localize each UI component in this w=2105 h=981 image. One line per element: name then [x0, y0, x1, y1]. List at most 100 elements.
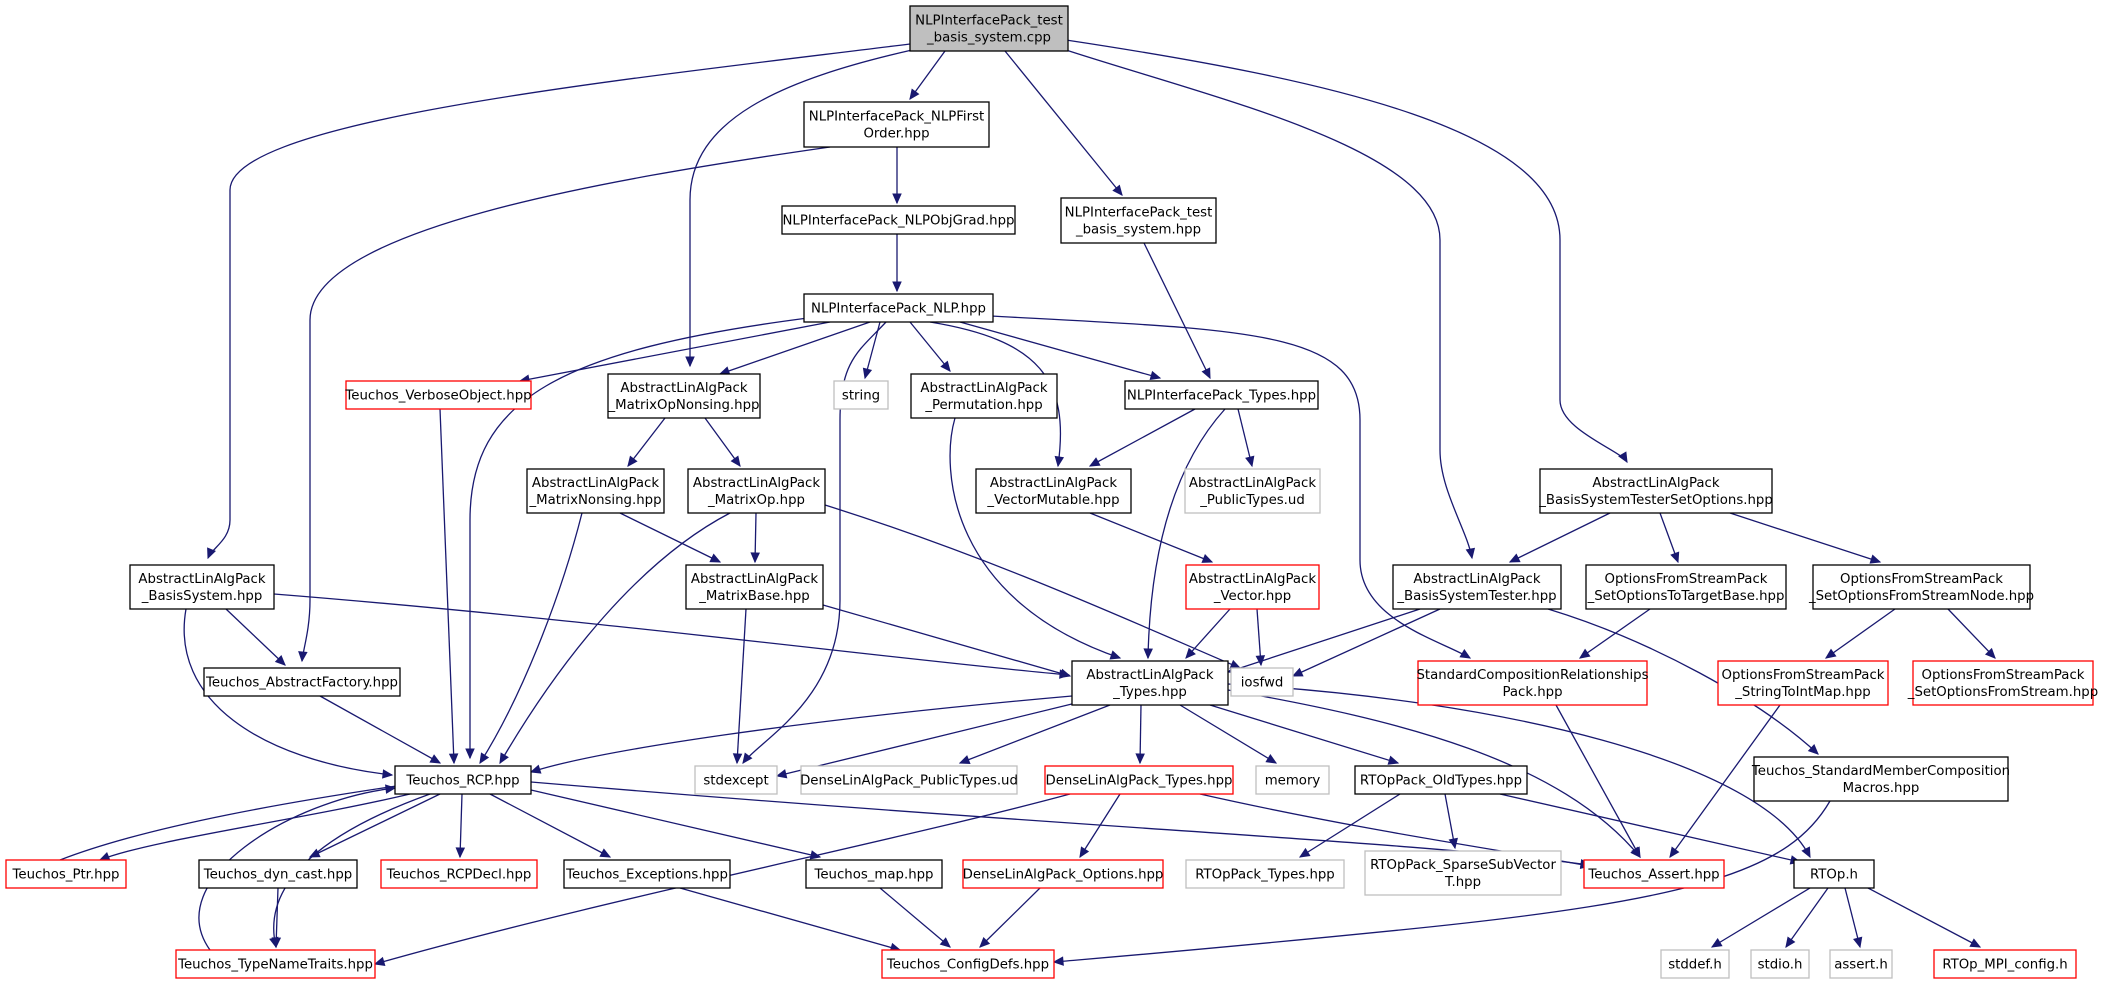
node-box [1071, 660, 1229, 706]
node-box [1124, 380, 1319, 410]
node-stdexcept[interactable]: stdexcept [694, 765, 778, 795]
node-basissystem[interactable]: AbstractLinAlgPack_BasisSystem.hpp [129, 564, 275, 610]
node-label: assert.h [1834, 958, 1888, 973]
edge-permutation-to-altypes [949, 417, 1122, 660]
edge-nlp-to-permutation [909, 321, 951, 372]
edge-ofs_node-to-ofs_setopts [1947, 608, 1996, 659]
edge-matop-to-matbase [750, 512, 760, 564]
node-label: _SetOptionsToTargetBase.hpp [1587, 589, 1785, 604]
node-vector[interactable]: AbstractLinAlgPack_Vector.hpp [1185, 564, 1320, 610]
node-exceptions[interactable]: Teuchos_Exceptions.hpp [563, 859, 731, 889]
node-box [607, 373, 761, 419]
edge-matopnonsing-to-matop [704, 417, 741, 467]
node-stdio[interactable]: stdio.h [1750, 949, 1810, 979]
node-label: Teuchos_RCPDecl.hpp [386, 868, 532, 883]
node-dlaopts[interactable]: DenseLinAlgPack_Options.hpp [962, 859, 1164, 889]
node-mpiconfig[interactable]: RTOp_MPI_config.h [1933, 949, 2077, 979]
node-label: NLPInterfacePack_test [915, 14, 1063, 29]
edge-basissystem-to-altypes [273, 593, 1071, 679]
node-absfactory[interactable]: Teuchos_AbstractFactory.hpp [203, 667, 401, 697]
edge-vector-to-iosfwd [1255, 608, 1266, 667]
node-bst[interactable]: AbstractLinAlgPack _BasisSystemTester.hpp [1392, 564, 1562, 610]
node-rtop_types[interactable]: RTOpPack_Types.hpp [1185, 859, 1345, 889]
node-matnonsing[interactable]: AbstractLinAlgPack_MatrixNonsing.hpp [526, 468, 665, 514]
node-rcp[interactable]: Teuchos_RCP.hpp [394, 765, 532, 795]
node-ptr[interactable]: Teuchos_Ptr.hpp [5, 859, 127, 889]
node-nlp[interactable]: NLPInterfacePack_NLP.hpp [803, 293, 994, 323]
node-label: OptionsFromStreamPack [1605, 572, 1768, 587]
node-label: RTOpPack_OldTypes.hpp [1360, 774, 1522, 789]
node-dlapub[interactable]: DenseLinAlgPack_PublicTypes.ud [800, 765, 1018, 795]
node-verbose[interactable]: Teuchos_VerboseObject.hpp [344, 380, 532, 410]
node-label: Teuchos_Ptr.hpp [12, 868, 120, 883]
node-bstso[interactable]: AbstractLinAlgPack_BasisSystemTesterSetO… [1538, 468, 1773, 514]
node-matopnonsing[interactable]: AbstractLinAlgPack_MatrixOpNonsing.hpp [607, 373, 761, 419]
node-nlpobjgrad[interactable]: NLPInterfacePack_NLPObjGrad.hpp [781, 205, 1016, 235]
edge-rtoph-to-stddef [1710, 887, 1811, 948]
node-ofs_node[interactable]: OptionsFromStreamPack_SetOptionsFromStre… [1808, 564, 2034, 610]
node-box [1230, 667, 1294, 697]
edge-root-to-bst [1065, 49, 1476, 560]
node-label: RTOp.h [1810, 868, 1858, 883]
edge-rcp-to-ptr [98, 793, 411, 861]
node-label: _BasisSystemTesterSetOptions.hpp [1538, 493, 1773, 508]
node-root[interactable]: NLPInterfacePack_test_basis_system.cpp [909, 5, 1069, 52]
node-rcpdecl[interactable]: Teuchos_RCPDecl.hpp [380, 859, 538, 889]
node-configdefs[interactable]: Teuchos_ConfigDefs.hpp [881, 949, 1055, 979]
node-box [1185, 564, 1320, 610]
node-map[interactable]: Teuchos_map.hpp [805, 859, 943, 889]
node-dyncast[interactable]: Teuchos_dyn_cast.hpp [198, 859, 358, 889]
edge-bstso-to-bst [1508, 512, 1611, 563]
edge-nlptypes-to-altypes [1143, 408, 1226, 660]
node-box [910, 373, 1058, 419]
edge-rtoph-to-asserth [1844, 887, 1863, 949]
node-ofs_setopts[interactable]: OptionsFromStreamPack_SetOptionsFromStre… [1907, 660, 2098, 706]
edge-dlatypes-to-dlaopts [1079, 793, 1121, 859]
node-label: _BasisSystemTester.hpp [1396, 589, 1556, 604]
node-box [345, 380, 532, 410]
node-permutation[interactable]: AbstractLinAlgPack_Permutation.hpp [910, 373, 1058, 419]
edge-altypes-to-dlatypes [1135, 704, 1145, 765]
edge-absfactory-to-rcp [319, 695, 442, 764]
node-ofs_target[interactable]: OptionsFromStreamPack _SetOptionsToTarget… [1585, 564, 1787, 610]
node-rtop_old[interactable]: RTOpPack_OldTypes.hpp [1354, 765, 1528, 795]
node-label: Teuchos_ConfigDefs.hpp [886, 958, 1049, 973]
node-matop[interactable]: AbstractLinAlgPack_MatrixOp.hpp [687, 468, 826, 514]
node-label: Teuchos_RCP.hpp [405, 774, 519, 789]
node-box [1255, 765, 1330, 795]
node-pubtypes[interactable]: AbstractLinAlgPack_PublicTypes.ud [1184, 468, 1321, 514]
edge-nlpobjgrad-to-nlp [892, 234, 902, 293]
node-memory[interactable]: memory [1255, 765, 1330, 795]
node-label: string [842, 389, 880, 404]
node-box [394, 765, 532, 795]
node-box [1392, 564, 1562, 610]
node-nlptypes[interactable]: NLPInterfacePack_Types.hpp [1124, 380, 1319, 410]
node-rtoph[interactable]: RTOp.h [1793, 859, 1875, 889]
node-iosfwd[interactable]: iosfwd [1230, 667, 1294, 697]
node-smcm[interactable]: Teuchos_StandardMemberCompositionMacros.… [1751, 756, 2010, 802]
node-label: Order.hpp [863, 127, 929, 142]
edge-matnonsing-to-rcp [479, 512, 583, 765]
node-label: _PublicTypes.ud [1199, 493, 1305, 508]
node-typenametraits[interactable]: Teuchos_TypeNameTraits.hpp [175, 949, 376, 979]
node-test_hpp[interactable]: NLPInterfacePack_test_basis_system.hpp [1060, 197, 1217, 244]
node-ofs_strtoint[interactable]: OptionsFromStreamPack_StringToIntMap.hpp [1717, 660, 1889, 706]
node-label: RTOp_MPI_config.h [1942, 958, 2067, 973]
node-label: AbstractLinAlgPack [1413, 572, 1540, 587]
node-box [909, 5, 1069, 52]
node-dlatypes[interactable]: DenseLinAlgPack_Types.hpp [1044, 765, 1234, 795]
node-box [1717, 660, 1889, 706]
node-stddef[interactable]: stddef.h [1660, 949, 1730, 979]
node-vecmut[interactable]: AbstractLinAlgPack_VectorMutable.hpp [975, 468, 1132, 514]
node-assert[interactable]: Teuchos_Assert.hpp [1583, 859, 1725, 889]
node-label: T.hpp [1444, 875, 1481, 890]
node-matbase[interactable]: AbstractLinAlgPack_MatrixBase.hpp [685, 564, 824, 610]
node-altypes[interactable]: AbstractLinAlgPack_Types.hpp [1071, 660, 1229, 706]
node-asserth[interactable]: assert.h [1829, 949, 1893, 979]
node-label: _SetOptionsFromStream.hpp [1907, 685, 2098, 700]
node-label: RTOpPack_SparseSubVector [1370, 858, 1556, 873]
node-string[interactable]: string [833, 380, 889, 410]
